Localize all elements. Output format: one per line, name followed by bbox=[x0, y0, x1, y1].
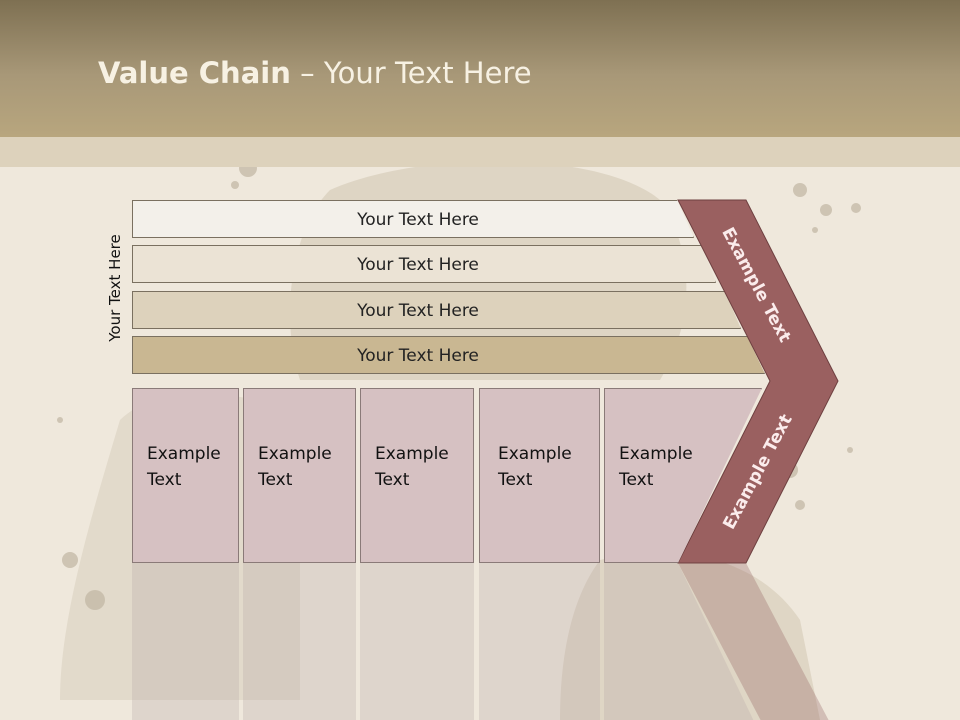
support-row-3: Your Text Here bbox=[132, 291, 741, 329]
header-bar bbox=[0, 0, 960, 137]
support-row-1: Your Text Here bbox=[132, 200, 694, 238]
support-row-label: Your Text Here bbox=[357, 210, 479, 230]
support-row-label: Your Text Here bbox=[357, 301, 479, 321]
support-row-2: Your Text Here bbox=[132, 245, 716, 283]
slide-title: Value Chain – Your Text Here bbox=[98, 56, 532, 90]
title-rest: Your Text Here bbox=[323, 56, 532, 90]
support-row-label: Your Text Here bbox=[357, 346, 479, 366]
support-row-4: Your Text Here bbox=[132, 336, 765, 374]
header-band bbox=[0, 137, 960, 167]
title-separator: – bbox=[290, 56, 324, 90]
support-row-label: Your Text Here bbox=[357, 255, 479, 275]
title-bold: Value Chain bbox=[98, 56, 291, 90]
